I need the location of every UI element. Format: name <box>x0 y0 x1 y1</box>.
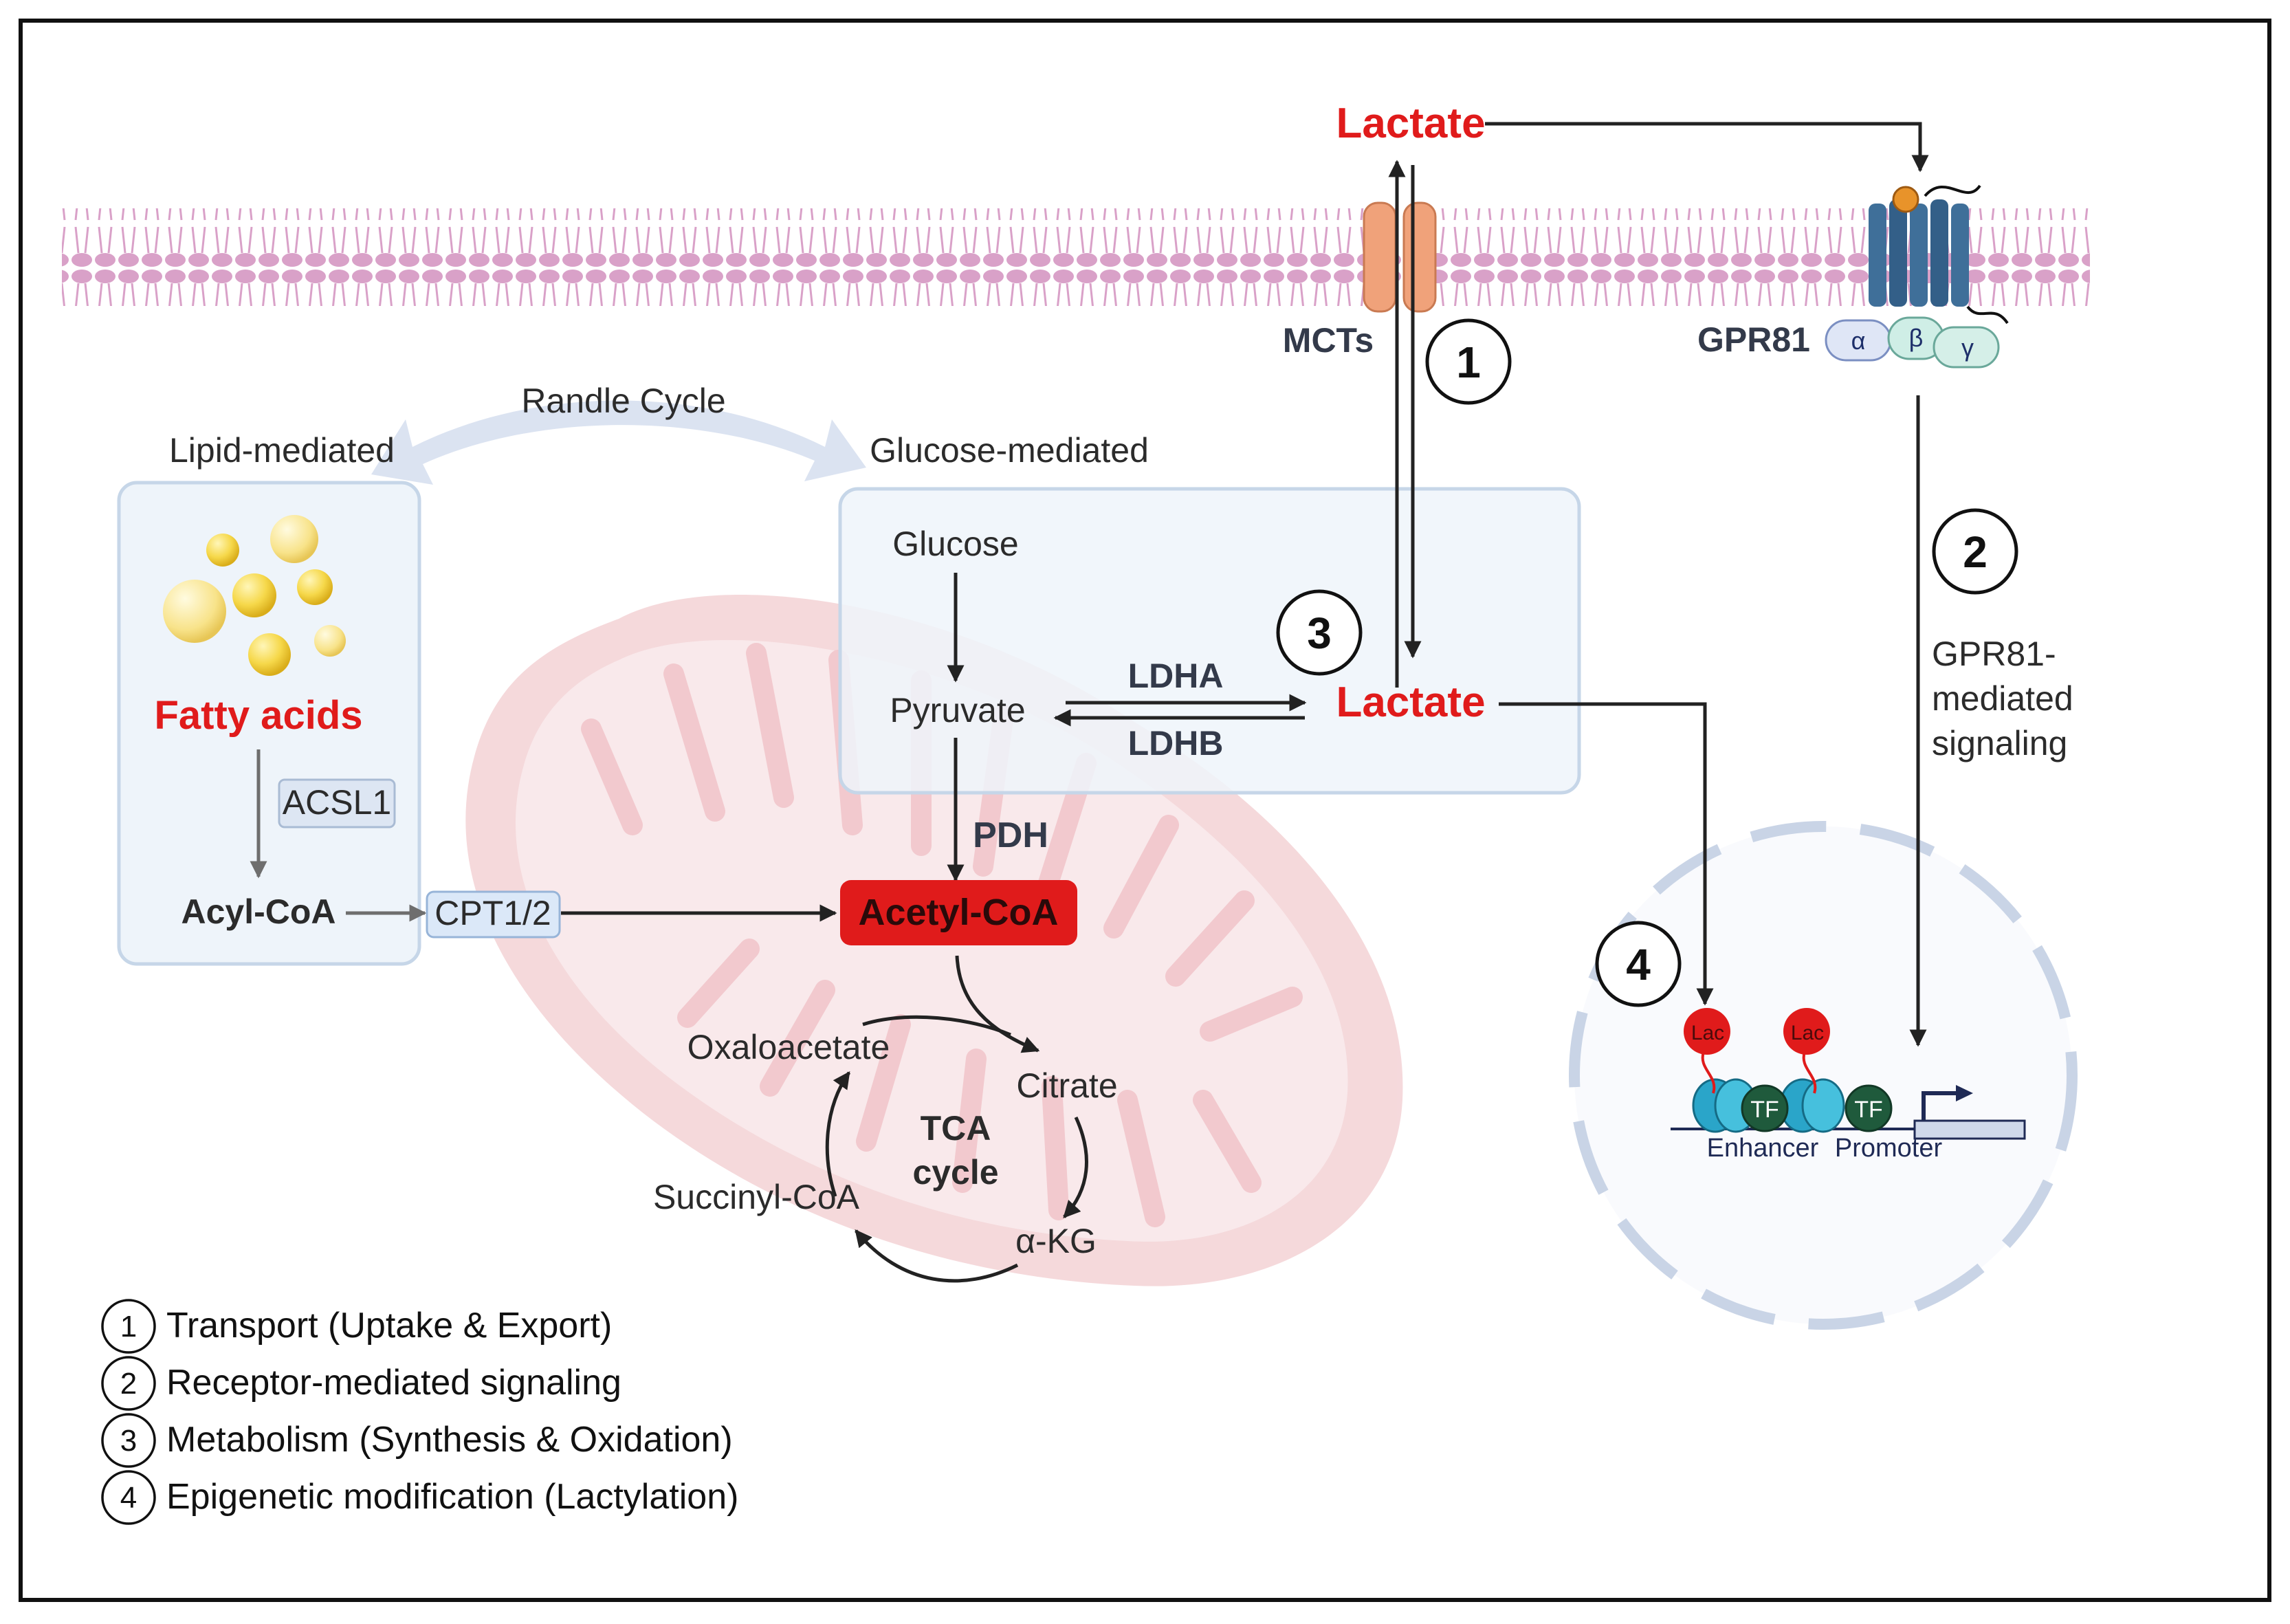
enhancer-label: Enhancer <box>1707 1134 1819 1163</box>
cpt-label: CPT1/2 <box>434 894 551 932</box>
signaling-label-line3: signaling <box>1932 724 2067 762</box>
succinyl-coa-label: Succinyl-CoA <box>653 1178 860 1216</box>
gpr81-receptor-icon <box>1869 184 2009 325</box>
pyruvate-label: Pyruvate <box>890 691 1025 729</box>
tf-label-1: TF <box>1750 1097 1779 1123</box>
cpt-box <box>426 890 561 939</box>
legend-3-badge <box>101 1413 156 1468</box>
acetyl-coa-label: Acetyl-CoA <box>858 892 1058 933</box>
glucose-mediated-label: Glucose-mediated <box>870 431 1149 470</box>
lactate-to-nucleus-arrow <box>1499 702 1714 1006</box>
g-beta-label: β <box>1909 324 1924 352</box>
ldhb-label: LDHB <box>1128 724 1224 762</box>
randle-cycle-arrow-icon <box>371 400 866 485</box>
legend-4-badge <box>101 1470 156 1525</box>
legend-1-text: Transport (Uptake & Export) <box>166 1306 612 1346</box>
tca-oaa-citrate-arc <box>862 1015 1011 1037</box>
legend-3-text: Metabolism (Synthesis & Oxidation) <box>166 1420 733 1460</box>
lipid-droplets-icon <box>163 515 346 676</box>
lac-label-1: Lac <box>1691 1022 1724 1044</box>
step-1-number: 1 <box>1456 338 1481 387</box>
signaling-label-line1: GPR81- <box>1932 635 2056 673</box>
tf-label-2: TF <box>1854 1097 1883 1123</box>
step-2-number: 2 <box>1963 527 1988 577</box>
g-alpha-label: α <box>1851 327 1866 355</box>
tca-citrate-akg-arrow <box>1063 1116 1088 1218</box>
tca-label-line1: TCA <box>921 1109 991 1148</box>
step-3-number: 3 <box>1307 608 1332 658</box>
acsl1-label: ACSL1 <box>283 783 391 822</box>
step-4-number: 4 <box>1626 940 1651 989</box>
lactate-to-gpr81-arrow <box>1485 122 1929 173</box>
legend-3-number: 3 <box>120 1424 137 1458</box>
lactate-intracellular-label: Lactate <box>1336 679 1485 726</box>
tca-succinyl-oaa-arrow <box>825 1071 851 1197</box>
acyl-coa-label: Acyl-CoA <box>181 892 335 931</box>
lipid-mediated-label: Lipid-mediated <box>169 431 395 470</box>
legend-1-number: 1 <box>120 1310 137 1343</box>
acsl1-box <box>278 778 396 829</box>
legend-2-badge <box>101 1356 156 1411</box>
legend: 1 Transport (Uptake & Export) 2 Receptor… <box>101 1299 738 1525</box>
legend-4-text: Epigenetic modification (Lactylation) <box>166 1477 738 1517</box>
chromatin-icon <box>1671 1008 2026 1140</box>
legend-2-text: Receptor-mediated signaling <box>166 1363 621 1403</box>
akg-label: α-KG <box>1015 1222 1097 1260</box>
legend-1-badge <box>101 1299 156 1354</box>
pdh-label: PDH <box>973 815 1048 855</box>
mcts-label: MCTs <box>1283 321 1374 360</box>
step-1-badge <box>1425 318 1512 405</box>
acetylcoa-to-citrate-arrow <box>955 955 1040 1053</box>
oxaloacetate-label: Oxaloacetate <box>687 1028 890 1066</box>
fatty-acids-label: Fatty acids <box>155 693 363 738</box>
randle-cycle-label: Randle Cycle <box>521 382 725 420</box>
signaling-label-line2: mediated <box>1932 679 2073 718</box>
g-gamma-label: γ <box>1961 333 1974 362</box>
lac-label-2: Lac <box>1791 1022 1824 1044</box>
promoter-label: Promoter <box>1835 1134 1943 1163</box>
step-4-badge <box>1595 921 1682 1007</box>
legend-2-number: 2 <box>120 1367 137 1401</box>
glucose-box <box>838 487 1581 795</box>
tca-akg-succinyl-arrow <box>855 1229 1019 1283</box>
nucleus <box>1569 821 2078 1330</box>
citrate-label: Citrate <box>1016 1066 1117 1105</box>
legend-4-number: 4 <box>120 1481 137 1515</box>
lactate-extracellular-label: Lactate <box>1336 100 1485 147</box>
gpr81-label: GPR81 <box>1697 320 1810 359</box>
ldha-label: LDHA <box>1128 657 1224 695</box>
step-2-badge <box>1932 508 2018 595</box>
glucose-label: Glucose <box>892 525 1018 563</box>
tca-label-line2: cycle <box>912 1153 998 1192</box>
acetyl-coa-box <box>840 880 1077 945</box>
cell-membrane <box>62 208 2090 306</box>
g-protein-complex <box>1825 316 2000 369</box>
step-3-badge <box>1276 589 1363 676</box>
